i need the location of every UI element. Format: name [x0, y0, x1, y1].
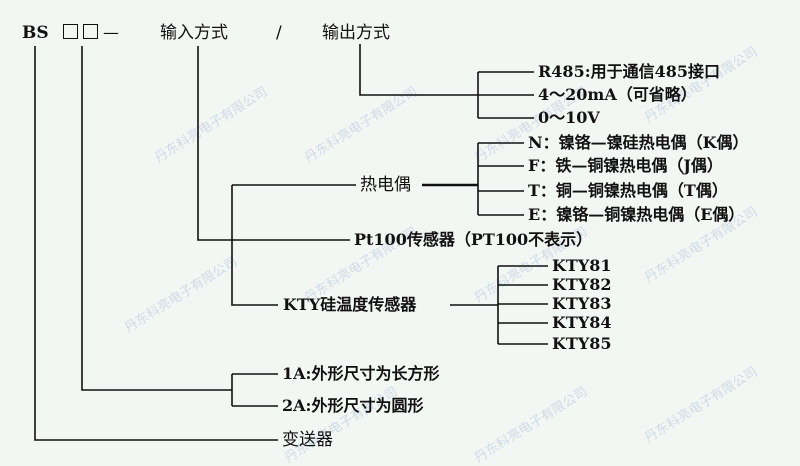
tc-type-f: F：铁—铜镍热电偶（J偶） — [528, 156, 723, 175]
output-option-4-20ma: 4～20mA（可省略） — [538, 85, 697, 104]
line-thermocouple — [231, 185, 278, 306]
transmitter-label: 变送器 — [282, 430, 333, 450]
header-dash: — — [103, 23, 119, 42]
line-input-main — [197, 46, 350, 241]
tc-type-t: T：铜—铜镍热电偶（T偶） — [528, 181, 728, 200]
output-mode-title: 输出方式 — [322, 23, 390, 43]
option-box-shape — [63, 24, 78, 39]
output-option-r485: R485:用于通信485接口 — [538, 62, 721, 81]
line-transmitter — [34, 46, 278, 441]
kty-type-84: KTY84 — [552, 313, 612, 332]
kty-type-85: KTY85 — [552, 334, 612, 353]
header-slash: / — [276, 23, 282, 43]
line-shape-main — [81, 46, 232, 391]
pt100-label: Pt100传感器（PT100不表示） — [354, 230, 593, 249]
thermocouple-label: 热电偶 — [360, 175, 411, 195]
kty-label: KTY硅温度传感器 — [283, 295, 417, 314]
kty-type-83: KTY83 — [552, 294, 612, 313]
output-option-0-10v: 0～10V — [538, 108, 600, 127]
option-boxes: — — [63, 23, 119, 43]
tc-type-n: N：镍铬—镍硅热电偶（K偶） — [528, 133, 749, 152]
line-output-main — [359, 44, 478, 96]
kty-type-82: KTY82 — [552, 275, 612, 294]
input-mode-title: 输入方式 — [160, 23, 228, 43]
shape-option-1a: 1A:外形尺寸为长方形 — [282, 364, 440, 383]
shape-option-2a: 2A:外形尺寸为圆形 — [282, 396, 424, 415]
kty-type-81: KTY81 — [552, 256, 612, 275]
option-box-input — [83, 24, 98, 39]
model-code: BS — [22, 23, 49, 43]
tc-type-e: E：镍铬—铜镍热电偶（E偶） — [528, 205, 745, 224]
